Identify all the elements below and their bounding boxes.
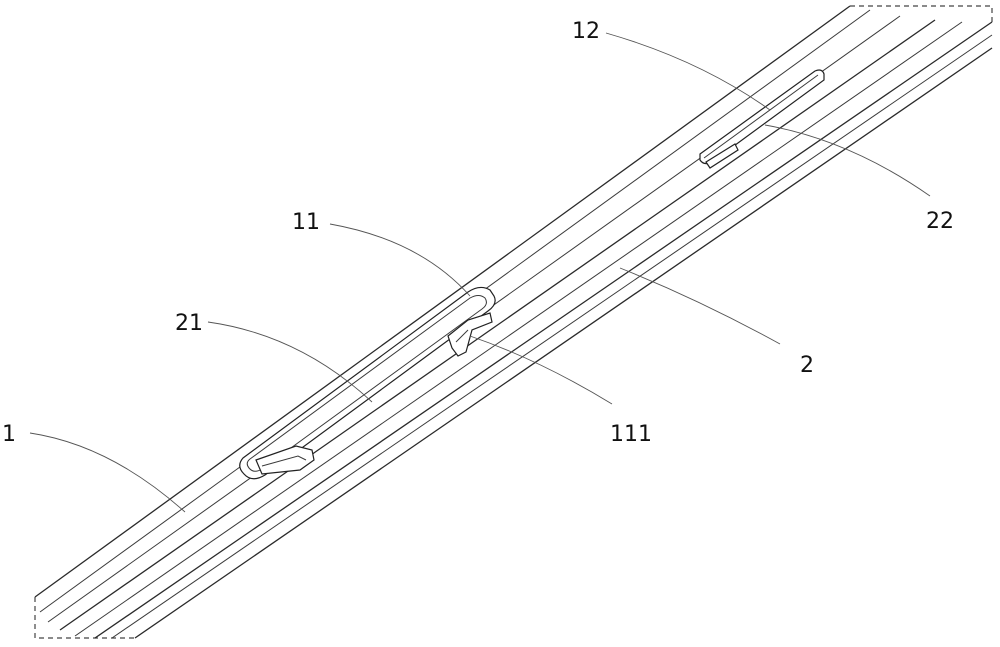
label-21: 21 xyxy=(175,311,203,336)
break-line-bottom-left xyxy=(35,597,135,638)
slot-12 xyxy=(700,70,824,168)
label-11: 11 xyxy=(292,210,320,235)
slot-11 xyxy=(240,287,495,478)
label-111: 111 xyxy=(610,422,652,447)
label-2: 2 xyxy=(800,353,814,378)
break-line-top-right xyxy=(850,6,992,22)
label-12: 12 xyxy=(572,19,600,44)
label-22: 22 xyxy=(926,209,954,234)
label-1: 1 xyxy=(2,422,16,447)
leader-lines xyxy=(30,33,930,512)
